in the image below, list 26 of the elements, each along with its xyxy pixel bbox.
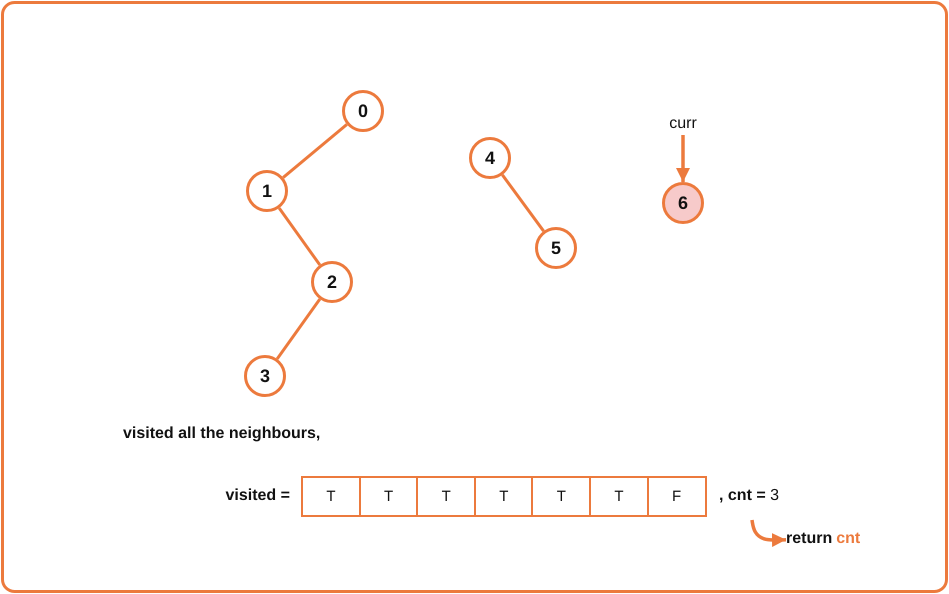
graph-node: 4: [469, 137, 511, 179]
curved-arrow: [750, 520, 786, 548]
array-cell: T: [358, 476, 419, 517]
tree-edge: [278, 207, 322, 266]
graph-node: 2: [311, 261, 353, 303]
tree-edge: [276, 298, 322, 360]
pointer-label: curr: [661, 113, 705, 135]
array-cell: T: [416, 476, 476, 517]
arrow: [676, 135, 690, 182]
array-cell: T: [301, 476, 361, 517]
array-label: visited =: [226, 486, 290, 506]
tree-edge: [501, 174, 545, 232]
graph-node: 1: [246, 170, 288, 212]
graph-node: 6: [662, 182, 704, 224]
note-text: visited all the neighbours,: [123, 424, 320, 444]
variable-text: cnt: [836, 530, 860, 548]
counter-text: , cnt = 3: [719, 486, 780, 506]
tree-edge: [282, 123, 348, 179]
array-cell: F: [646, 476, 707, 517]
graph-node: 3: [244, 355, 286, 397]
array-cell: T: [474, 476, 534, 517]
graph-node: 5: [535, 227, 577, 269]
array-cell: T: [589, 476, 649, 517]
array-cell: T: [531, 476, 592, 517]
keyword-text: return: [786, 530, 832, 548]
graph-node: 0: [342, 90, 384, 132]
